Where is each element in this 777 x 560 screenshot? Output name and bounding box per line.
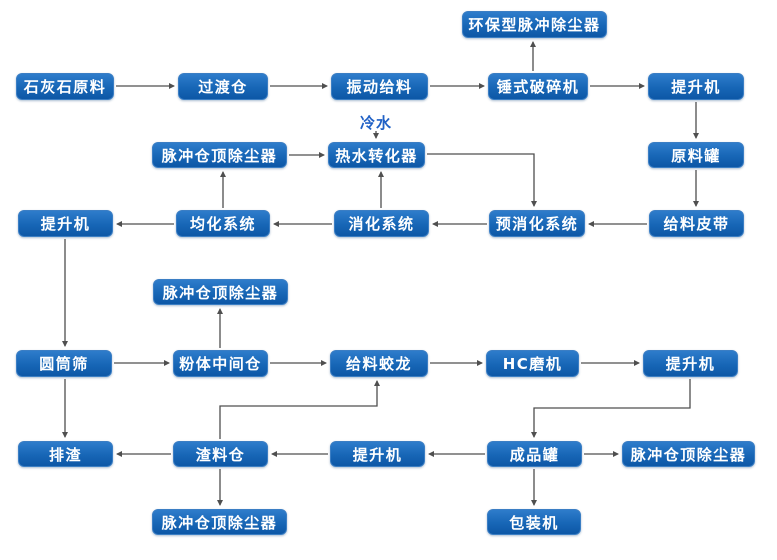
node-slag-bin: 渣料仓 [173, 441, 268, 467]
edge-slag-bin-to-feeding-screw [219, 380, 380, 439]
node-pulse-dust-3: 脉冲仓顶除尘器 [622, 441, 755, 467]
node-product-tank: 成品罐 [487, 441, 582, 467]
node-drum-screen: 圆筒筛 [16, 350, 112, 377]
node-env-dust-collector: 环保型脉冲除尘器 [462, 11, 607, 38]
node-pre-digestion-system: 预消化系统 [489, 210, 585, 237]
node-hammer-crusher: 锤式破碎机 [488, 73, 588, 100]
node-limestone-raw: 石灰石原料 [16, 73, 114, 100]
node-pulse-dust-1: 脉冲仓顶除尘器 [152, 142, 287, 168]
node-hot-water-converter: 热水转化器 [328, 142, 425, 168]
cold-water-label: 冷水 [359, 114, 393, 132]
node-elevator-2: 提升机 [18, 210, 113, 237]
edge-hot-water-converter-to-pre-digestion-system [427, 153, 537, 207]
node-feeding-screw: 给料蛟龙 [330, 350, 428, 377]
node-transition-bin: 过渡仓 [178, 73, 268, 100]
node-elevator-1: 提升机 [648, 73, 744, 100]
node-slag-discharge: 排渣 [18, 441, 113, 467]
node-elevator-3: 提升机 [643, 350, 738, 377]
node-digestion-system: 消化系统 [334, 210, 429, 237]
node-pulse-dust-2: 脉冲仓顶除尘器 [153, 279, 288, 305]
edge-elevator-3-to-product-tank [531, 379, 691, 438]
node-elevator-4: 提升机 [330, 441, 425, 467]
node-feeding-belt: 给料皮带 [649, 210, 744, 237]
node-vibrating-feeder: 振动给料 [331, 73, 428, 100]
node-packing-machine: 包装机 [487, 509, 581, 535]
node-raw-material-tank: 原料罐 [648, 142, 744, 168]
node-pulse-dust-4: 脉冲仓顶除尘器 [152, 509, 287, 535]
node-powder-middle-bin: 粉体中间仓 [173, 350, 268, 377]
node-homogenizing-system: 均化系统 [176, 210, 270, 237]
node-hc-mill: HC磨机 [486, 350, 579, 377]
